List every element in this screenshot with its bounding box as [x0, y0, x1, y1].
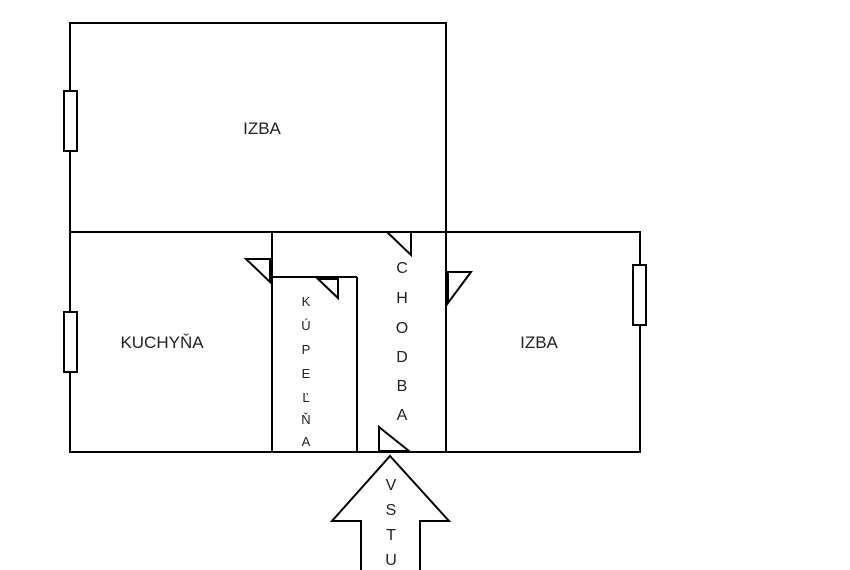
entrance-letter: U	[385, 552, 397, 569]
window-top-room	[63, 90, 78, 152]
kitchen-label: KUCHYŇA	[120, 333, 204, 352]
hallway-letter: A	[397, 407, 408, 424]
bathroom-letter: E	[302, 366, 311, 381]
entrance-label: V S T U	[385, 477, 397, 569]
hallway-label: C H O D B A	[396, 260, 408, 424]
entrance-letter: S	[386, 502, 397, 519]
entrance-letter: T	[386, 527, 396, 544]
top-room-label: IZBA	[243, 119, 281, 138]
right-room-label: IZBA	[520, 333, 558, 352]
hallway-letter: B	[397, 378, 408, 395]
bathroom-letter: P	[302, 342, 311, 357]
door-entrance	[378, 424, 412, 452]
hallway-letter: D	[396, 349, 408, 366]
windows	[63, 90, 647, 373]
window-kitchen	[63, 311, 78, 373]
hallway-letter: O	[396, 320, 408, 337]
bathroom-letter: Ú	[301, 318, 310, 333]
bathroom-letter: A	[302, 434, 311, 449]
doors	[243, 231, 473, 452]
walls	[69, 22, 641, 453]
window-right-room	[632, 264, 647, 326]
bathroom-letter: Ň	[301, 412, 310, 427]
bathroom-label: K Ú P E Ľ Ň A	[301, 294, 310, 449]
entrance-arrow	[329, 454, 452, 570]
bathroom-letter: K	[302, 294, 311, 309]
entrance-letter: V	[386, 477, 397, 494]
door-right-room	[447, 271, 473, 307]
door-kitchen	[243, 258, 271, 285]
bathroom-letter: Ľ	[302, 390, 309, 405]
hallway-letter: C	[396, 260, 408, 277]
door-bathroom	[315, 278, 339, 301]
door-top-room	[384, 231, 412, 258]
hallway-letter: H	[396, 290, 408, 307]
